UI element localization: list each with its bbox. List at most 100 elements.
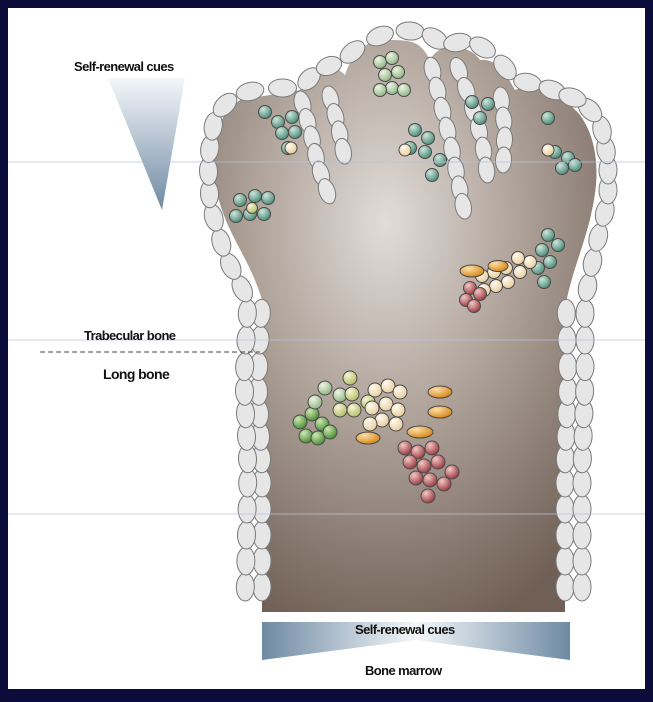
progenitor-cell [502, 276, 515, 289]
precursor-cell [407, 426, 433, 438]
stem-cell [374, 84, 387, 97]
stem-cell [422, 132, 435, 145]
stem-cell [262, 192, 275, 205]
stem-cell [398, 84, 411, 97]
stem-cell [308, 395, 322, 409]
trabecular-bone-label: Trabecular bone [84, 328, 175, 343]
erythroid-cell [417, 459, 431, 473]
progenitor-cell [285, 142, 297, 154]
stem-cell [482, 98, 495, 111]
bone-cell [573, 495, 591, 523]
stem-cell [259, 106, 272, 119]
progenitor-cell [524, 256, 537, 269]
top-cue-label: Self-renewal cues [74, 59, 174, 74]
stem-cell [374, 56, 387, 69]
stem-cell [293, 415, 307, 429]
bone-cell [237, 547, 256, 575]
erythroid-cell [423, 473, 437, 487]
bone-cell [269, 79, 297, 97]
stem-cell [552, 239, 565, 252]
erythroid-cell [445, 465, 459, 479]
bone-cell [236, 573, 255, 601]
stem-cell [466, 96, 479, 109]
bone-cell [253, 573, 271, 601]
progenitor-cell [399, 144, 411, 156]
progenitor-cell [365, 401, 379, 415]
bone-cell [556, 521, 574, 549]
progenitor-cell [542, 144, 554, 156]
stem-cell [569, 159, 582, 172]
progenitor-cell [363, 417, 377, 431]
progenitor-cell [490, 280, 503, 293]
marrow-cavity [213, 40, 596, 612]
precursor-cell [428, 386, 452, 398]
bone-cell [556, 573, 574, 601]
erythroid-cell [398, 441, 412, 455]
stem-cell [379, 69, 392, 82]
bone-cell [556, 547, 574, 575]
long-bone-label: Long bone [103, 366, 169, 382]
precursor-cell [488, 261, 508, 272]
stem-cell [409, 124, 422, 137]
bone-cell [573, 521, 591, 549]
bone-cell [576, 353, 594, 381]
bone-cell [573, 573, 591, 601]
bone-cell [575, 377, 594, 406]
stem-cell [276, 127, 289, 140]
bone-cell [238, 495, 257, 523]
progenitor-cell [333, 403, 347, 417]
precursor-cell [428, 406, 452, 418]
stem-cell [392, 66, 405, 79]
stem-cell [434, 154, 447, 167]
stem-cell [542, 229, 555, 242]
progenitor-cell [368, 383, 382, 397]
stem-cell [258, 208, 271, 221]
progenitor-cell [389, 417, 403, 431]
stem-cell [230, 210, 243, 223]
stem-cell [318, 381, 332, 395]
bone-cell [558, 377, 577, 406]
stem-cell [542, 112, 555, 125]
progenitor-cell [347, 403, 361, 417]
stem-cell [386, 82, 399, 95]
progenitor-cell [514, 266, 527, 279]
bone-marrow-label: Bone marrow [365, 663, 441, 678]
bone-cell [558, 352, 577, 380]
progenitor-cell [391, 403, 405, 417]
stem-cell [386, 52, 399, 65]
erythroid-cell [474, 288, 487, 301]
erythroid-cell [421, 489, 435, 503]
stem-cell [538, 276, 551, 289]
bottom-cue-label: Self-renewal cues [355, 622, 455, 637]
stem-cell [536, 244, 549, 257]
stem-cell [286, 111, 299, 124]
bone-cell [576, 299, 594, 327]
stem-cell [323, 425, 337, 439]
erythroid-cell [437, 477, 451, 491]
stem-cell [289, 126, 302, 139]
progenitor-cell [393, 385, 407, 399]
precursor-cell [356, 432, 380, 444]
stem-cell [249, 190, 262, 203]
progenitor-cell [345, 387, 359, 401]
bone-cell [556, 495, 574, 523]
stem-cell [419, 146, 432, 159]
bone-cell [557, 299, 576, 327]
stem-cell [234, 194, 247, 207]
precursor-cell [460, 265, 484, 277]
stem-cell [474, 112, 487, 125]
bone-cell [237, 521, 256, 549]
erythroid-cell [425, 441, 439, 455]
erythroid-cell [431, 455, 445, 469]
progenitor-cell [247, 203, 258, 214]
progenitor-cell [512, 252, 525, 265]
bone-cell [573, 547, 591, 575]
erythroid-cell [403, 455, 417, 469]
erythroid-cell [409, 471, 423, 485]
stem-cell [426, 169, 439, 182]
stem-cell [556, 162, 569, 175]
progenitor-cell [343, 371, 357, 385]
erythroid-cell [468, 300, 481, 313]
